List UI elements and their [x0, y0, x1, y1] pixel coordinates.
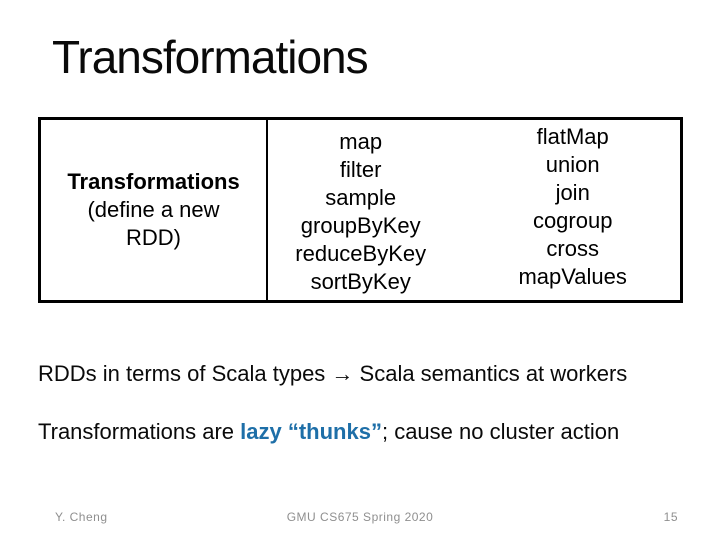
table-cell-transformations: Transformations (define a new RDD)	[41, 120, 268, 300]
operation-name: union	[545, 152, 600, 177]
body-line-lazy-thunks: Transformations are lazy “thunks”; cause…	[38, 418, 619, 446]
operation-name: join	[555, 180, 590, 205]
table-left-heading: Transformations	[67, 169, 240, 194]
footer-course-label: GMU CS675 Spring 2020	[286, 510, 434, 524]
table-left-subline-1: (define a new	[87, 197, 220, 222]
body-line-scala-semantics: RDDs in terms of Scala types → Scala sem…	[38, 361, 628, 386]
operation-name: cogroup	[532, 208, 613, 233]
footer-page-number: 15	[663, 510, 678, 524]
operations-column-middle: map filter sample groupByKey reduceByKey sort…	[268, 120, 453, 300]
operation-name: reduceByKey	[295, 241, 427, 266]
table-left-subline-2: RDD)	[126, 225, 181, 250]
operation-name: map	[339, 129, 383, 154]
operation-name: mapValues	[518, 264, 627, 289]
slide-title: Transformations	[52, 31, 369, 83]
operation-name: filter	[339, 157, 382, 182]
operations-column-right: flatMap union join cogroup cross mapValues	[453, 120, 680, 300]
footer-author-label: Y. Cheng	[55, 510, 108, 524]
operation-name: flatMap	[536, 124, 609, 149]
line2-suffix: ; cause no cluster action	[381, 419, 620, 444]
line2-prefix: Transformations are	[38, 419, 241, 444]
transformations-table: Transformations (define a new RDD) map fi…	[38, 117, 683, 303]
operation-name: sample	[325, 185, 397, 210]
operation-name: groupByKey	[300, 213, 421, 238]
table-cell-operations: map filter sample groupByKey reduceByKey sort…	[268, 120, 680, 300]
operation-name: cross	[546, 236, 599, 261]
line2-highlight-lazy-thunks: lazy “thunks”	[240, 419, 382, 444]
operation-name: sortByKey	[310, 269, 411, 294]
